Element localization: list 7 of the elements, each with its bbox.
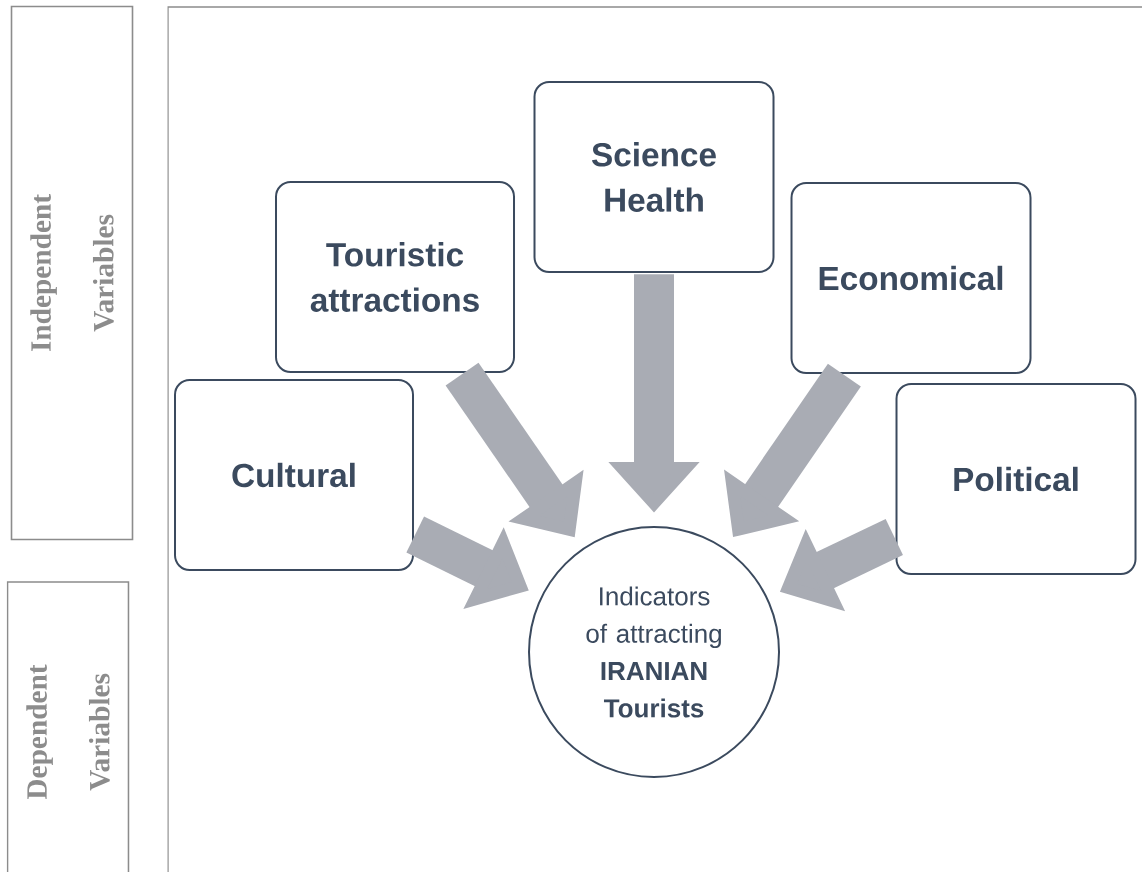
factor-box: Science Health <box>533 81 775 273</box>
factor-box: Political <box>895 383 1137 575</box>
factor-box: Cultural <box>174 379 414 571</box>
factor-box: Economical <box>790 182 1032 374</box>
factor-box: Touristic attractions <box>275 181 515 373</box>
band-label: Independent Variables <box>10 5 134 541</box>
band-label: Dependent Variables <box>6 581 130 872</box>
